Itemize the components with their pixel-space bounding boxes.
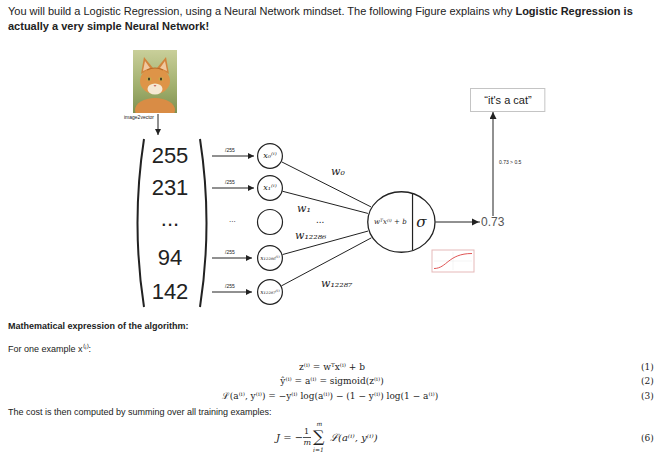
- body-text: For one example x⁽ⁱ⁾:: [8, 345, 91, 354]
- caption-label: image2vector: [124, 115, 154, 120]
- equation-number: (3): [641, 392, 654, 401]
- equation-part: ℒ(a⁽ⁱ⁾, y⁽ⁱ⁾): [330, 433, 378, 443]
- image-arrow: [158, 114, 159, 135]
- intro-paragraph: You will build a Logistic Regression, us…: [8, 4, 656, 34]
- pixel-value: 142: [152, 281, 189, 303]
- scale-label: /255: [225, 284, 235, 289]
- cat-photo: [133, 50, 177, 113]
- connector: [435, 112, 493, 222]
- fraction-denominator: m: [304, 439, 312, 447]
- scale-arrow: [212, 258, 252, 259]
- node-label: σ: [416, 215, 426, 230]
- input-neuron: x₁⁽ⁱ⁾: [257, 175, 283, 201]
- node-label: x₀⁽ⁱ⁾: [263, 152, 276, 160]
- sum-limit: m: [317, 421, 323, 427]
- scale-arrow: [212, 156, 254, 157]
- vector-bracket: [200, 139, 207, 307]
- node-label: x₁⁽ⁱ⁾: [263, 184, 276, 192]
- section-heading: Mathematical expression of the algorithm…: [8, 322, 189, 331]
- ellipsis: ...: [316, 215, 324, 225]
- empty-input-circle: [258, 210, 283, 235]
- ellipsis: ...: [229, 216, 236, 224]
- equation-part: J = −: [276, 433, 303, 443]
- input-neuron: x₀⁽ⁱ⁾: [257, 143, 283, 169]
- scale-arrow: [212, 292, 252, 293]
- node-label: x₁₂₂₈₇⁽ⁱ⁾: [260, 289, 280, 295]
- sum-limit: i=1: [313, 447, 324, 453]
- equation-number: (1): [641, 363, 654, 372]
- weight-label: w₀: [330, 166, 346, 177]
- fraction-numerator: 1: [304, 428, 309, 436]
- equation: ŷ⁽ⁱ⁾ = a⁽ⁱ⁾ = sigmoid(z⁽ⁱ⁾): [280, 377, 383, 386]
- scale-arrow: [212, 188, 254, 189]
- weight-label: w₁: [296, 203, 312, 214]
- sigmoid-plot: [432, 250, 474, 272]
- weight-label: w₁₂₂₈₆: [294, 230, 327, 241]
- equation: z⁽ⁱ⁾ = wᵀx⁽ⁱ⁾ + b: [299, 363, 365, 372]
- scale-label: /255: [225, 180, 235, 185]
- equation-number: (6): [641, 434, 654, 443]
- connector: [283, 191, 368, 213]
- fraction-bar: [303, 437, 311, 438]
- sum-symbol: ∑: [313, 429, 324, 445]
- output-value: 0.73: [480, 216, 505, 228]
- node-label: “it's a cat”: [484, 95, 531, 106]
- node-label: wᵀx⁽ⁱ⁾ + b: [374, 219, 407, 226]
- ellipsis: ...: [161, 208, 179, 230]
- vector-bracket: [138, 139, 145, 307]
- weight-label: w₁₂₂₈₇: [320, 278, 353, 289]
- pixel-value: 255: [152, 145, 189, 167]
- pixel-value: 231: [152, 177, 189, 199]
- equation: ℒ(a⁽ⁱ⁾, y⁽ⁱ⁾) = −y⁽ⁱ⁾ log(a⁽ⁱ⁾) − (1 − y…: [222, 392, 438, 401]
- scale-label: /255: [225, 148, 235, 153]
- input-neuron: x₁₂₂₈₆⁽ⁱ⁾: [257, 245, 283, 271]
- body-text: The cost is then computed by summing ove…: [8, 408, 272, 417]
- equation-number: (2): [641, 377, 654, 386]
- input-neuron: x₁₂₂₈₇⁽ⁱ⁾: [257, 279, 283, 305]
- output-neuron: wᵀx⁽ⁱ⁾ + b σ: [367, 191, 436, 253]
- connector: [282, 162, 371, 207]
- scale-label: /255: [225, 250, 235, 255]
- pixel-value: 94: [158, 247, 182, 269]
- threshold-label: 0.73 > 0.5: [499, 160, 521, 165]
- prediction-box: “it's a cat”: [470, 88, 545, 112]
- intro-text: You will build a Logistic Regression, us…: [8, 5, 512, 17]
- node-label: x₁₂₂₈₆⁽ⁱ⁾: [260, 255, 280, 261]
